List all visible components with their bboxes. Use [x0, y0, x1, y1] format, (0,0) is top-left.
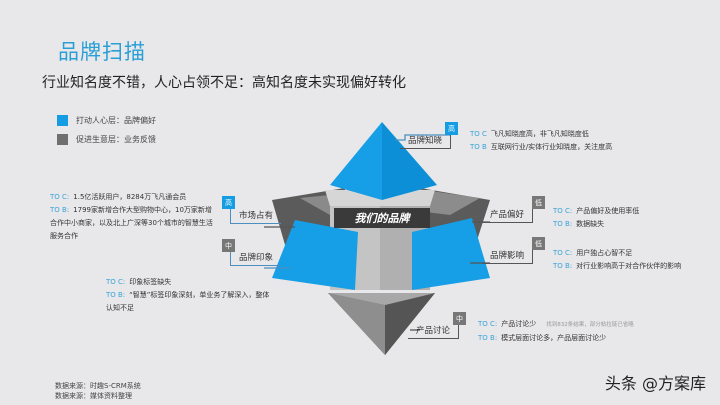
top-pyramid [330, 122, 382, 200]
right-shard [412, 218, 490, 290]
level-badge-product-discussion: 中 [453, 312, 466, 325]
page-subtitle: 行业知名度不错，人心占领不足：高知名度未实现偏好转化 [42, 75, 406, 91]
legend-label: 促进生意层：业务反馈 [76, 135, 156, 144]
note-product-discussion: TO C:产品讨论少找到832条结果，部分帖拉链已省略 TO B:模式层面讨论多… [478, 320, 634, 342]
label-market-share: 市场占有 [230, 207, 282, 224]
note-brand-influence: TO C:用户独占心智不足 TO B:对行业影响高于对合作伙伴的影响 [553, 249, 682, 270]
level-badge-brand-image: 中 [222, 239, 235, 252]
source-line: 数据来源：媒体资料整理 [55, 392, 132, 400]
data-sources: 数据来源：时趣S-CRM系统 数据来源：媒体资料整理 [55, 381, 141, 401]
level-badge-product-preference: 低 [532, 196, 545, 209]
legend-label: 打动人心层：品牌偏好 [76, 116, 156, 125]
label-brand-influence: 品牌影响 [482, 247, 534, 264]
page-title: 品牌扫描 [58, 40, 146, 64]
legend-swatch-blue [57, 115, 68, 126]
label-product-preference: 产品偏好 [482, 206, 534, 223]
note-market-share: TO C:1.5亿活跃用户，8284万飞凡通会员 TO B:1799家新增合作大… [50, 193, 213, 240]
source-line: 数据来源：时趣S-CRM系统 [55, 382, 141, 390]
watermark: 头条 @方案库 [604, 374, 706, 393]
legend-swatch-gray [57, 134, 68, 145]
label-brand-awareness: 品牌知晓 [400, 132, 452, 149]
note-product-preference: TO C:产品偏好及使用率低 TO B:数据缺失 [553, 207, 640, 228]
left-shard [272, 220, 358, 290]
level-badge-market-share: 高 [222, 196, 235, 209]
level-badge-brand-influence: 低 [532, 237, 545, 250]
label-brand-image: 品牌印象 [230, 249, 282, 266]
legend-item-brand-preference: 打动人心层：品牌偏好 [57, 115, 156, 126]
label-product-discussion: 产品讨论 [408, 322, 460, 339]
note-brand-image: TO C:印象标签缺失 TO B:“智慧”标签印象深刻，单业务了解深入，整体认知… [106, 278, 270, 312]
legend-item-business-feedback: 促进生意层：业务反馈 [57, 134, 156, 145]
legend: 打动人心层：品牌偏好 促进生意层：业务反馈 [57, 115, 156, 145]
level-badge-brand-awareness: 高 [445, 122, 458, 135]
center-brand-label: 我们的品牌 [334, 208, 430, 228]
